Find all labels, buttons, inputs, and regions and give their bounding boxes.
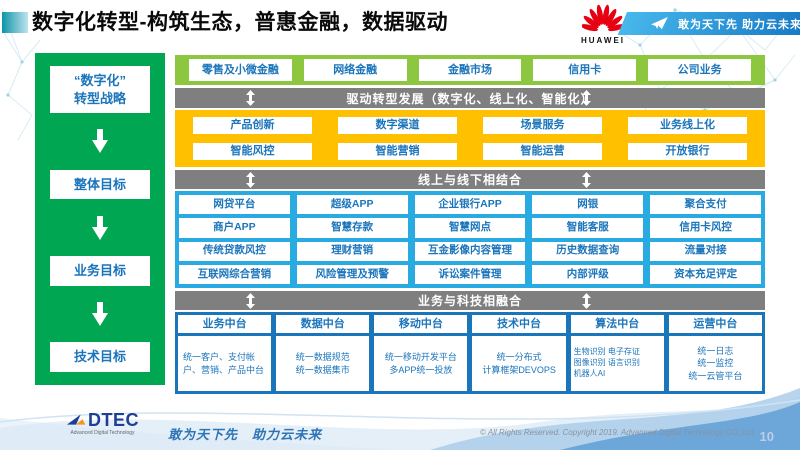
platform-column-algorithm: 算法中台 生物识别 电子存证 图像识别 语言识别 机器人AI: [570, 315, 664, 391]
divider-label: 线上与线下相结合: [417, 173, 522, 187]
scenario-cell: 聚合支付: [650, 195, 761, 215]
platform-detail: 生物识别 电子存证 图像识别 语言识别 机器人AI: [570, 336, 664, 391]
scenario-cell: 诉讼案件管理: [414, 264, 526, 284]
business-line-cell: 公司业务: [648, 59, 751, 81]
scenario-cell: 智能客服: [532, 218, 644, 238]
platform-header: 数据中台: [276, 315, 370, 333]
scenario-cell: 企业银行APP: [414, 195, 526, 215]
platform-column-operations: 运营中台 统一日志 统一监控 统一云管平台: [668, 315, 762, 391]
huawei-logo: HUAWEI: [576, 3, 630, 45]
scenario-cell: 历史数据查询: [532, 241, 644, 261]
scenario-cell: 传统贷款风控: [179, 241, 290, 261]
scenario-cell: 超级APP: [296, 195, 408, 215]
scenario-cell: 互金影像内容管理: [414, 241, 526, 261]
up-down-arrow-icon: [245, 293, 255, 309]
capability-cell: 智能营销: [338, 143, 457, 160]
transform-capabilities-band: 产品创新 数字渠道 场景服务 业务线上化 智能风控 智能营销 智能运营 开放银行: [175, 110, 765, 167]
up-down-arrow-icon: [245, 90, 255, 106]
scenario-cell: 资本充足评定: [650, 264, 761, 284]
strategy-step-digital-transformation: “数字化” 转型战略: [50, 66, 150, 114]
scenario-cell: 智慧网点: [414, 218, 526, 238]
capability-cell: 业务线上化: [628, 117, 747, 134]
platform-detail: 统一日志 统一监控 统一云管平台: [668, 336, 762, 391]
scenario-cell: 内部评级: [532, 264, 644, 284]
platform-header: 技术中台: [472, 315, 566, 333]
divider-online-offline: 线上与线下相结合: [175, 170, 765, 189]
platform-column-mobile: 移动中台 统一移动开发平台 多APP统一投放: [374, 315, 468, 391]
business-line-cell: 金融市场: [418, 59, 522, 81]
banner-slogan-text: 敢为天下先 助力云未来: [678, 18, 800, 31]
dtec-arrow-icon: [66, 414, 86, 425]
up-down-arrow-icon: [245, 172, 255, 188]
platform-detail: 统一数据规范 统一数据集市: [276, 336, 370, 391]
copyright-text: © All Rights Reserved. Copyright 2019. A…: [480, 428, 754, 437]
slogan-banner: 敢为天下先 助力云未来: [617, 12, 800, 35]
scenario-cell: 信用卡风控: [650, 218, 761, 238]
scenario-cell: 理财营销: [296, 241, 408, 261]
divider-label: 驱动转型发展（数字化、线上化、智能化）: [346, 91, 594, 106]
huawei-wordmark: HUAWEI: [581, 36, 625, 45]
down-arrow-icon: [92, 129, 108, 154]
up-down-arrow-icon: [582, 90, 592, 106]
page-title: 数字化转型-构筑生态，普惠金融，数据驱动: [32, 11, 448, 34]
platform-header: 算法中台: [570, 315, 664, 333]
platform-detail: 统一客户、支付帐户、营销、产品中台: [178, 336, 272, 391]
scenario-matrix-band: 网贷平台 超级APP 企业银行APP 网银 聚合支付 商户APP 智慧存款 智慧…: [175, 191, 765, 288]
platform-column-data: 数据中台 统一数据规范 统一数据集市: [276, 315, 370, 391]
up-down-arrow-icon: [582, 172, 592, 188]
platform-header: 移动中台: [374, 315, 468, 333]
scenario-cell: 互联网综合营销: [179, 264, 290, 284]
scenario-cell: 智慧存款: [296, 218, 408, 238]
strategy-step-business-goal: 业务目标: [50, 256, 150, 286]
scenario-cell: 网贷平台: [179, 195, 290, 215]
divider-tech-fusion: 业务与科技相融合: [175, 291, 765, 310]
huawei-flower-icon: [580, 4, 626, 32]
capability-cell: 开放银行: [628, 143, 747, 160]
scenario-cell: 网银: [532, 195, 644, 215]
title-accent-bar: [2, 12, 28, 33]
capability-cell: 数字渠道: [338, 117, 457, 134]
down-arrow-icon: [92, 302, 108, 327]
divider-drive-transformation: 驱动转型发展（数字化、线上化、智能化）: [175, 88, 765, 108]
divider-label: 业务与科技相融合: [417, 294, 522, 308]
platform-detail: 统一移动开发平台 多APP统一投放: [374, 336, 468, 391]
capability-cell: 智能风控: [193, 143, 312, 160]
platform-detail: 统一分布式 计算框架DEVOPS: [472, 336, 566, 391]
capability-cell: 智能运营: [483, 143, 602, 160]
footer-slogan: 敢为天下先 助力云未来: [168, 427, 323, 442]
platform-header: 运营中台: [668, 315, 762, 333]
platform-header: 业务中台: [178, 315, 272, 333]
platform-column-technology: 技术中台 统一分布式 计算框架DEVOPS: [472, 315, 566, 391]
business-lines-band: 零售及小微金融 网络金融 金融市场 信用卡 公司业务: [175, 55, 765, 85]
dtec-subtext: Advanced Digital Technology: [70, 430, 135, 437]
business-line-cell: 网络金融: [303, 59, 407, 81]
business-line-cell: 零售及小微金融: [189, 59, 292, 81]
up-down-arrow-icon: [582, 293, 592, 309]
capability-cell: 场景服务: [483, 117, 602, 134]
scenario-cell: 流量对接: [650, 241, 761, 261]
strategy-step-overall-goal: 整体目标: [50, 169, 150, 200]
platform-column-business: 业务中台 统一客户、支付帐户、营销、产品中台: [178, 315, 272, 391]
dtec-logo: DTEC Advanced Digital Technology: [66, 411, 139, 436]
capability-cell: 产品创新: [193, 117, 312, 134]
dtec-wordmark: DTEC: [88, 410, 139, 430]
main-architecture-diagram: 零售及小微金融 网络金融 金融市场 信用卡 公司业务 驱动转型发展（数字化、线上…: [175, 55, 765, 395]
strategy-sidebar: “数字化” 转型战略 整体目标 业务目标 技术目标: [35, 53, 165, 385]
middle-platform-band: 业务中台 统一客户、支付帐户、营销、产品中台 数据中台 统一数据规范 统一数据集…: [175, 312, 765, 394]
page-number: 10: [759, 429, 774, 444]
scenario-cell: 商户APP: [179, 218, 290, 238]
paper-plane-icon: [651, 17, 668, 30]
down-arrow-icon: [92, 215, 108, 240]
scenario-cell: 风险管理及预警: [296, 264, 408, 284]
business-line-cell: 信用卡: [533, 59, 637, 81]
strategy-step-tech-goal: 技术目标: [50, 342, 150, 372]
